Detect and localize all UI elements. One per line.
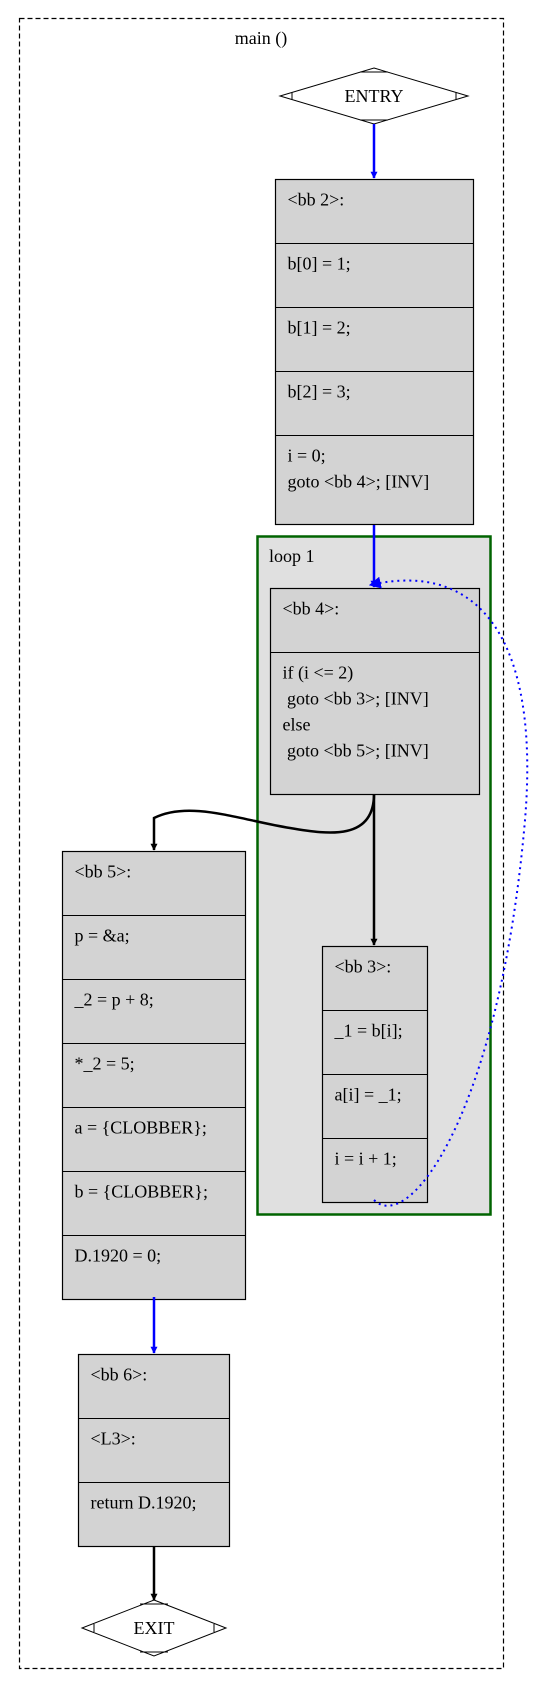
entry-node: ENTRY [278,67,470,125]
block-bb3-statement: _1 = b[i]; [334,1021,403,1041]
block-bb2-statement: b[2] = 3; [288,382,351,402]
edge-bb4-to-bb5 [150,793,376,851]
block-bb5-statement: p = &a; [75,926,130,946]
block-bb4-statement: <bb 4>: [283,599,340,619]
loop-title: loop 1 [269,546,315,566]
block-bb3-statement: <bb 3>: [335,957,392,977]
block-bb5-statement: <bb 5>: [75,862,132,882]
cluster-title: main () [235,28,287,49]
block-bb5-statement: b = {CLOBBER}; [75,1182,208,1202]
block-bb5-statement: _2 = p + 8; [74,990,154,1010]
block-bb5-statement: D.1920 = 0; [75,1246,162,1266]
block-bb5-statement: a = {CLOBBER}; [75,1118,207,1138]
block-bb6-statement: <L3>: [91,1429,136,1449]
block-bb2-statement: b[1] = 2; [288,318,351,338]
block-bb6-statement: <bb 6>: [91,1365,148,1385]
block-bb5-statement: *_2 = 5; [75,1054,135,1074]
edge-bb3-to-bb4-backedge [368,576,529,1207]
block-bb4-statement: goto <bb 5>; [INV] [283,741,429,761]
block-bb6-statement: return D.1920; [91,1493,197,1513]
block-bb3-statement: a[i] = _1; [335,1085,402,1105]
block-bb2-statement: goto <bb 4>; [INV] [288,472,430,492]
entry-label: ENTRY [344,86,403,106]
block-bb2 [274,178,475,526]
block-bb6 [77,1353,231,1548]
block-bb4 [269,587,481,796]
block-bb4-statement: if (i <= 2) [283,663,354,684]
block-bb5 [61,850,247,1301]
block-bb2-statement: b[0] = 1; [288,254,351,274]
basic-blocks: <bb 2>: b[0] = 1; b[1] = 2; b[2] = 3; i = 0;… [61,178,481,1548]
function-cluster [18,17,505,1670]
block-bb4-statement: else [283,715,311,735]
exit-node: EXIT [80,1599,228,1657]
exit-label: EXIT [134,1618,175,1638]
block-bb2-statement: i = 0; [288,446,326,466]
block-bb2-statement: <bb 2>: [288,190,345,210]
block-bb4-statement: goto <bb 3>; [INV] [283,689,429,709]
block-bb3-statement: i = i + 1; [335,1149,397,1169]
